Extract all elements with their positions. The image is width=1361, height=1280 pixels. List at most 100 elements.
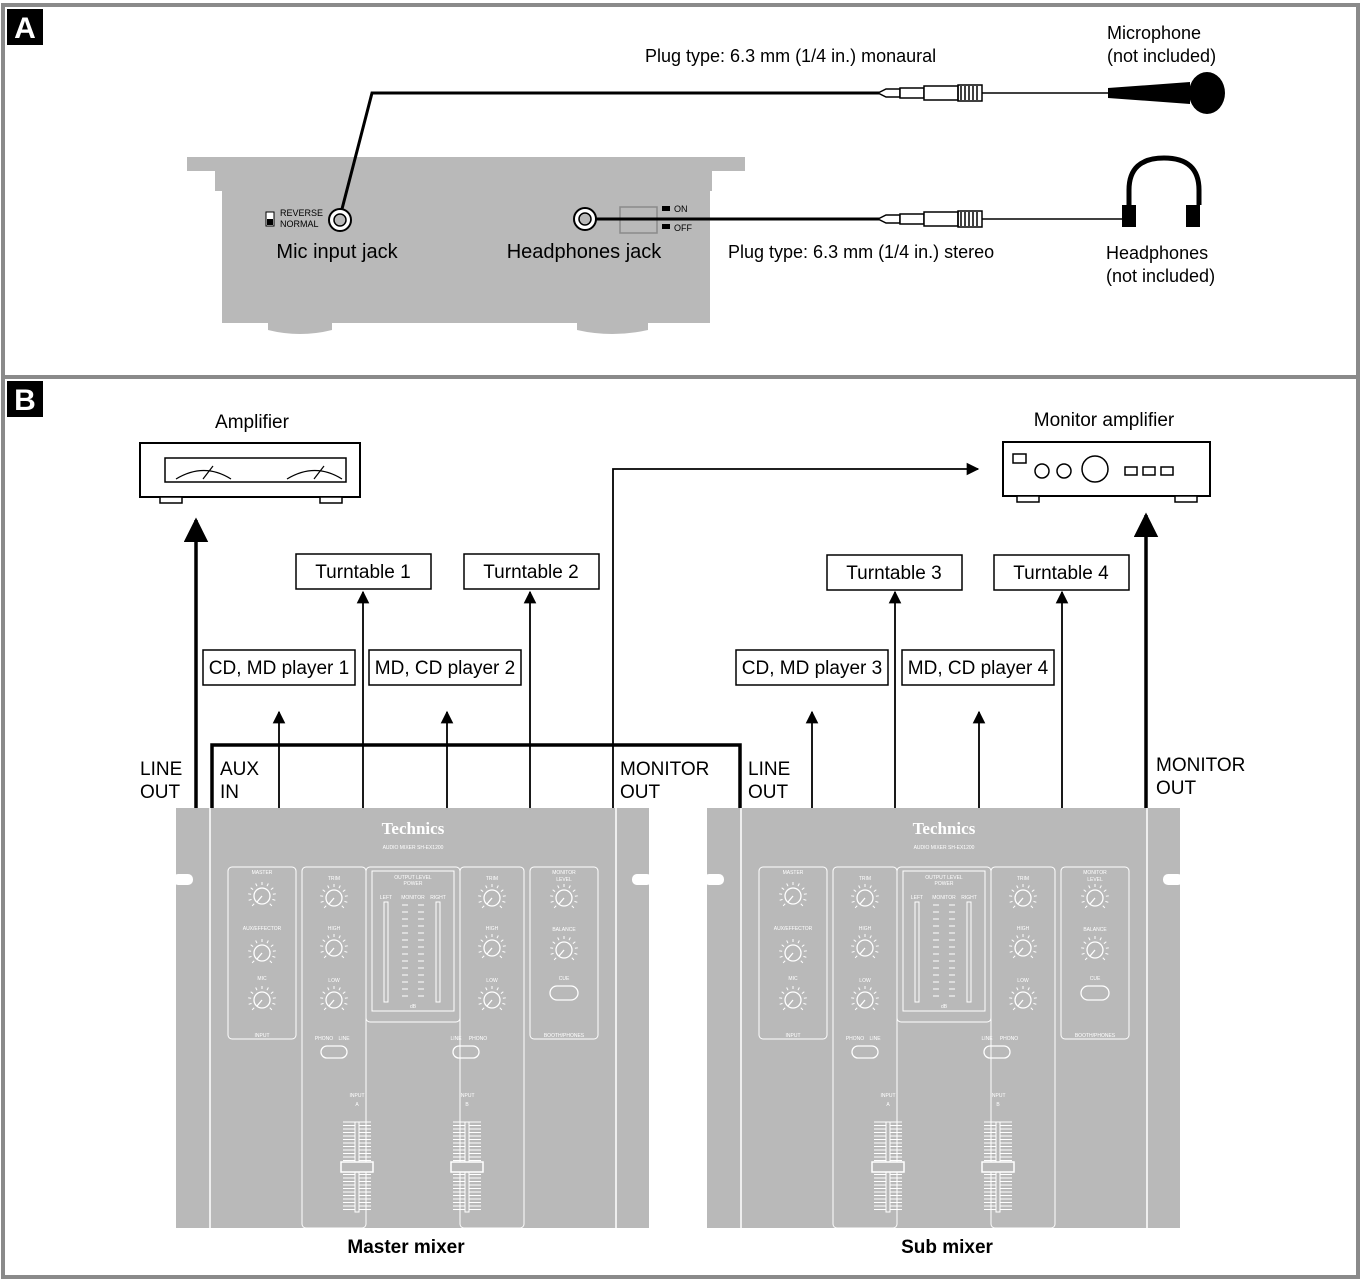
fader-b[interactable]	[450, 1121, 484, 1213]
fader-a[interactable]	[340, 1121, 374, 1213]
meter-right	[435, 901, 441, 1003]
trim-a-knob[interactable]	[851, 884, 879, 909]
cue-switch[interactable]	[1080, 985, 1110, 1001]
trim-a-knob[interactable]	[320, 884, 348, 909]
monitor-level-label: LEVEL	[556, 877, 572, 883]
input-section-label: INPUT	[786, 1033, 801, 1039]
player-3-label: CD, MD player 3	[742, 658, 882, 679]
turntable-3-box	[826, 554, 963, 591]
high-b-knob[interactable]	[478, 934, 506, 959]
player-1-label: CD, MD player 1	[209, 658, 349, 679]
low-b-label: LOW	[1017, 978, 1029, 984]
player-4-label: MD, CD player 4	[908, 658, 1049, 679]
high-a-label: HIGH	[328, 926, 341, 932]
low-a-label: LOW	[328, 978, 340, 984]
mic-level-knob[interactable]	[248, 986, 276, 1011]
balance-knob[interactable]	[1081, 936, 1109, 961]
line-phono-b-switch[interactable]	[983, 1045, 1011, 1059]
high-a-knob[interactable]	[320, 934, 348, 959]
balance-label: BALANCE	[1083, 927, 1107, 933]
low-b-knob[interactable]	[478, 986, 506, 1011]
mixer-body	[707, 808, 1180, 1228]
connection-lines	[183, 462, 1159, 808]
line-b-label: LINE	[450, 1036, 462, 1042]
fader-a[interactable]	[871, 1121, 905, 1213]
phono-line-a-switch[interactable]	[851, 1045, 879, 1059]
booth-phones-label: BOOTH/PHONES	[544, 1033, 585, 1039]
line-a-label: LINE	[338, 1036, 350, 1042]
high-a-label: HIGH	[859, 926, 872, 932]
cue-label: CUE	[1090, 976, 1101, 982]
low-a-knob[interactable]	[851, 986, 879, 1011]
meter-right-label: RIGHT	[430, 895, 446, 901]
trim-b-knob[interactable]	[1009, 884, 1037, 909]
mixer-body	[176, 808, 649, 1228]
input-a-label: INPUT	[881, 1093, 896, 1099]
phono-a-label: PHONO	[315, 1036, 333, 1042]
reverse-normal-switch[interactable]	[265, 211, 275, 227]
balance-knob[interactable]	[550, 936, 578, 961]
input-b-letter: B	[996, 1102, 1000, 1108]
master-label: MASTER	[783, 870, 804, 876]
player-2-box	[368, 649, 522, 686]
high-a-knob[interactable]	[851, 934, 879, 959]
amplifier-icon	[139, 442, 361, 504]
mixer-brand: Technics	[913, 819, 976, 838]
line-phono-b-switch[interactable]	[452, 1045, 480, 1059]
aux-effector-knob[interactable]	[779, 939, 807, 964]
line-out-label-2b: OUT	[748, 782, 789, 803]
amplifier-label: Amplifier	[215, 412, 290, 433]
monitor-out-label-1b: OUT	[620, 782, 661, 803]
master-knob[interactable]	[779, 882, 807, 907]
mic-input-jack[interactable]	[328, 208, 352, 232]
trim-b-knob[interactable]	[478, 884, 506, 909]
rack-slot-right	[632, 874, 652, 885]
input-b-label: INPUT	[460, 1093, 475, 1099]
meter-monitor-label: MONITOR	[932, 895, 956, 901]
panel-b-frame	[1, 375, 1360, 1279]
front-panel-device	[187, 157, 745, 334]
turntable-3-label: Turntable 3	[846, 563, 941, 584]
phono-line-a-switch[interactable]	[320, 1045, 348, 1059]
low-a-label: LOW	[859, 978, 871, 984]
turntable-2-label: Turntable 2	[483, 562, 578, 583]
turntable-2-box	[463, 553, 600, 590]
meter-db-label: dB	[410, 1004, 417, 1010]
high-b-knob[interactable]	[1009, 934, 1037, 959]
output-level-label: OUTPUT LEVEL	[925, 875, 963, 881]
fader-b[interactable]	[981, 1121, 1015, 1213]
meter-right-label: RIGHT	[961, 895, 977, 901]
master-knob[interactable]	[248, 882, 276, 907]
aux-effector-knob[interactable]	[248, 939, 276, 964]
meter-db-label: dB	[941, 1004, 948, 1010]
rack-slot-right	[1163, 874, 1183, 885]
input-a-label: INPUT	[350, 1093, 365, 1099]
monitor-label: MONITOR	[1083, 870, 1107, 876]
power-label: POWER	[935, 881, 954, 887]
section-b-badge	[7, 381, 43, 417]
mic-plug	[876, 84, 983, 102]
phono-a-label: PHONO	[846, 1036, 864, 1042]
input-b-label: INPUT	[991, 1093, 1006, 1099]
cue-switch[interactable]	[549, 985, 579, 1001]
low-b-knob[interactable]	[1009, 986, 1037, 1011]
mic-input-jack-label: Mic input jack	[276, 241, 398, 263]
master-mixer-label: Master mixer	[347, 1237, 465, 1258]
monitor-level-knob[interactable]	[550, 884, 578, 909]
low-a-knob[interactable]	[320, 986, 348, 1011]
turntable-1-label: Turntable 1	[315, 562, 410, 583]
input-a-letter: A	[355, 1102, 359, 1108]
power-label: POWER	[404, 881, 423, 887]
trim-a-label: TRIM	[328, 876, 340, 882]
high-b-label: HIGH	[1017, 926, 1030, 932]
turntable-4-label: Turntable 4	[1013, 563, 1109, 584]
mic-level-knob[interactable]	[779, 986, 807, 1011]
input-b-letter: B	[465, 1102, 469, 1108]
headphones-jack[interactable]	[573, 207, 597, 231]
aux-in-label-a: AUX	[220, 759, 259, 780]
master-label: MASTER	[252, 870, 273, 876]
monitor-level-knob[interactable]	[1081, 884, 1109, 909]
phono-b-label: PHONO	[469, 1036, 487, 1042]
